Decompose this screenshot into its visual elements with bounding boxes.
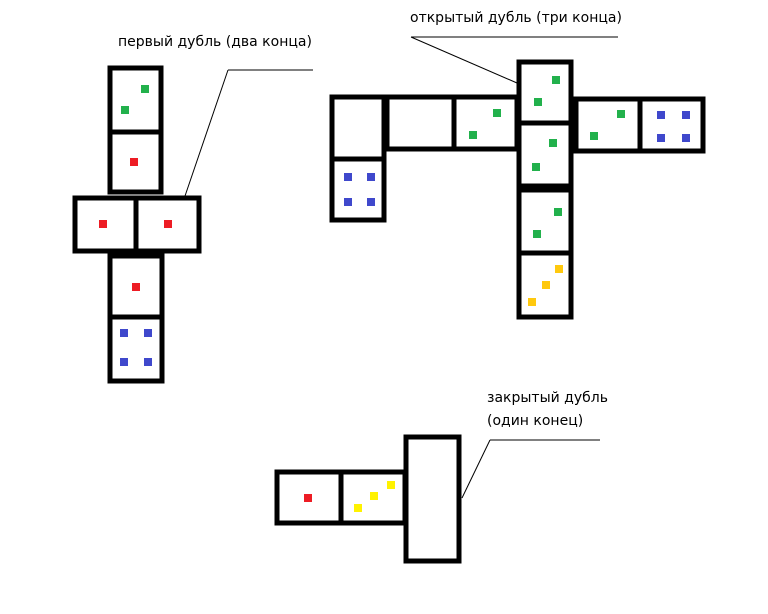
pip [532, 163, 540, 171]
pip [469, 131, 477, 139]
pip [99, 220, 107, 228]
domino-tile-0-2 [384, 94, 520, 152]
pip [533, 230, 541, 238]
pip [552, 76, 560, 84]
label-open-double: открытый дубль (три конца) [410, 10, 622, 26]
leader-closed-double [461, 439, 600, 499]
pip [682, 134, 690, 142]
leader-open-double [410, 36, 618, 84]
pip [130, 158, 138, 166]
pip [554, 208, 562, 216]
pip [657, 134, 665, 142]
pip [164, 220, 172, 228]
domino-tile-1-4 [107, 253, 165, 384]
domino-double-2-2-open [516, 59, 574, 189]
pip [141, 85, 149, 93]
label-closed-double-2: (один конец) [487, 413, 584, 429]
pip [367, 198, 375, 206]
pip [344, 198, 352, 206]
pip [354, 504, 362, 512]
pip [144, 329, 152, 337]
pip [304, 494, 312, 502]
label-closed-double-1: закрытый дубль [487, 390, 608, 406]
pip [120, 358, 128, 366]
pip [370, 492, 378, 500]
domino-tile-0-4 [329, 94, 387, 223]
pip [617, 110, 625, 118]
domino-tile-1-3 [274, 469, 408, 526]
pip [682, 111, 690, 119]
domino-double-1-1-first [72, 195, 202, 254]
pip [144, 358, 152, 366]
pip [549, 139, 557, 147]
pip [120, 329, 128, 337]
pip [132, 283, 140, 291]
pip [121, 106, 129, 114]
domino-double-closed [403, 434, 462, 564]
domino-tile-2-3 [516, 187, 574, 320]
pip [534, 98, 542, 106]
pip [528, 298, 536, 306]
pip [367, 173, 375, 181]
domino-tile-2-4 [573, 96, 706, 154]
label-first-double: первый дубль (два конца) [118, 34, 312, 50]
pip [387, 481, 395, 489]
domino-tile-2-1 [107, 65, 164, 195]
pip [542, 281, 550, 289]
pip [344, 173, 352, 181]
pip [555, 265, 563, 273]
pip [657, 111, 665, 119]
leader-first-double [184, 69, 313, 197]
pip [590, 132, 598, 140]
pip [493, 109, 501, 117]
